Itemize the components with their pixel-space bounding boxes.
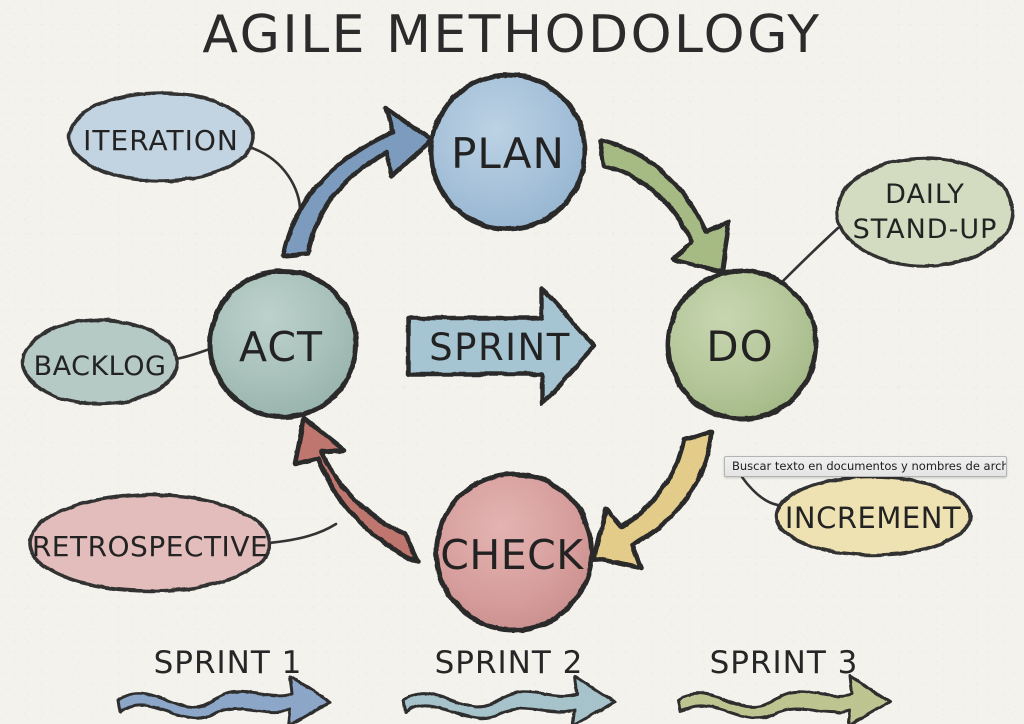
leader-daily-standup	[780, 226, 840, 284]
cycle-node-plan-label: PLAN	[451, 129, 565, 178]
sprint-arrow-label: SPRINT	[429, 326, 571, 369]
poster-title: AGILE METHODOLOGY	[202, 5, 821, 65]
cycle-arrow-plan-to-do	[597, 137, 732, 275]
cycle-arrow-do-to-check	[591, 429, 715, 571]
cycle-node-check-label: CHECK	[440, 531, 584, 579]
cycle-node-do-label: DO	[706, 322, 773, 371]
cycle-node-check[interactable]: CHECK	[433, 471, 595, 633]
timeline-sprint-2[interactable]: SPRINT 2	[401, 645, 617, 724]
cycle-node-do[interactable]: DO	[665, 268, 819, 422]
annotation-backlog-label: BACKLOG	[34, 351, 167, 382]
cycle-arrow-check-to-act	[292, 415, 421, 565]
page-title: AGILE METHODOLOGY	[202, 5, 821, 65]
annotation-daily-standup-line2: STAND-UP	[853, 214, 998, 245]
annotation-iteration-label: ITERATION	[83, 124, 239, 157]
annotation-retrospective-label: RETROSPECTIVE	[32, 530, 268, 563]
annotation-backlog[interactable]: BACKLOG	[21, 318, 179, 406]
leader-retrospective	[266, 522, 338, 545]
timeline-sprint-1[interactable]: SPRINT 1	[116, 645, 332, 724]
cycle-arrow-act-to-plan	[280, 105, 435, 259]
cycle-node-act-label: ACT	[239, 323, 323, 371]
leader-iteration	[250, 146, 302, 212]
annotation-increment-label: INCREMENT	[785, 501, 961, 535]
annotation-retrospective[interactable]: RETROSPECTIVE	[28, 493, 272, 593]
sprint-arrow: SPRINT	[405, 285, 597, 407]
annotation-daily-standup-line1: DAILY	[885, 179, 965, 210]
timeline-sprint-3[interactable]: SPRINT 3	[676, 645, 892, 724]
timeline-sprint-1-label: SPRINT 1	[154, 645, 303, 681]
annotation-iteration[interactable]: ITERATION	[67, 91, 255, 183]
cycle-node-act[interactable]: ACT	[207, 268, 359, 420]
cycle-node-plan[interactable]: PLAN	[428, 72, 588, 232]
leader-backlog	[174, 346, 215, 361]
annotation-leader-lines	[174, 146, 840, 545]
timeline-sprint-3-label: SPRINT 3	[710, 645, 859, 681]
annotation-daily-standup[interactable]: DAILY STAND-UP	[835, 156, 1015, 268]
search-tooltip: Buscar texto en documentos y nombres de …	[724, 456, 1007, 477]
annotation-increment[interactable]: INCREMENT	[774, 475, 972, 557]
timeline-sprint-2-label: SPRINT 2	[435, 645, 584, 681]
